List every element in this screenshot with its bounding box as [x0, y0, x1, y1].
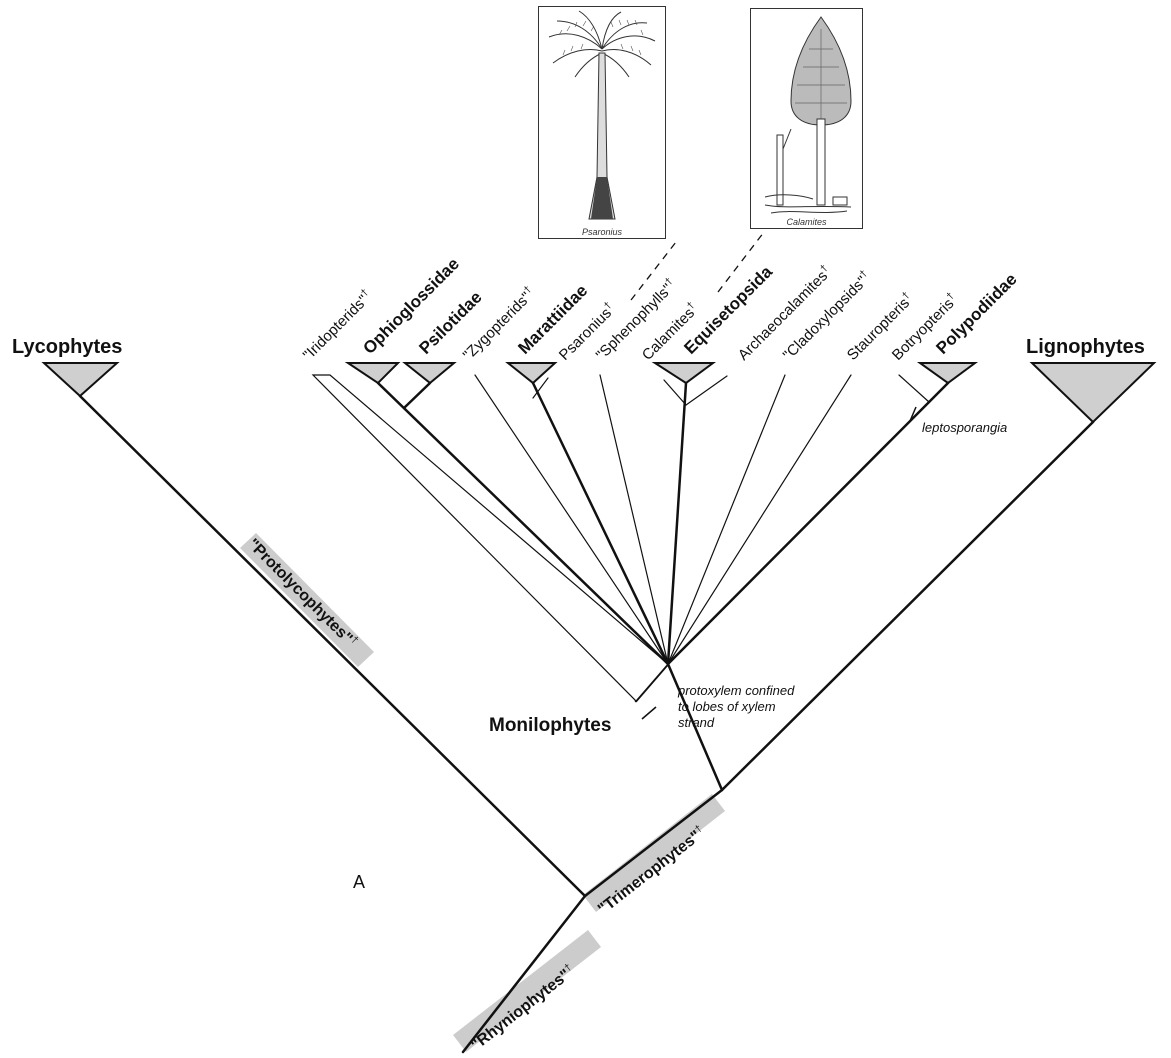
- stauropteris-branch: [667, 374, 852, 665]
- polypodiidae-branch: [666, 381, 950, 666]
- polypodiidae-triangle: [916, 362, 979, 385]
- horsetail-drawing: [764, 16, 852, 214]
- psilotidae-triangle: [402, 362, 457, 385]
- equisetopsida-branch: [666, 381, 688, 666]
- sphenophylls-branch: [599, 374, 669, 665]
- calamites-branch: [663, 379, 687, 406]
- rhyniophytes-band: [453, 930, 601, 1052]
- calamites-caption: Calamites: [786, 217, 827, 227]
- trimerophytes-band: [583, 794, 725, 912]
- panel-label: A: [353, 872, 365, 892]
- taxon-label-iridopterids: "Iridopterids"†: [299, 287, 376, 364]
- leptosporangia-tick: [909, 406, 917, 422]
- ophioglossidae-triangle: [344, 362, 401, 385]
- taxon-labels: "Iridopterids"† Ophioglossidae Psilotida…: [299, 254, 1021, 364]
- archaeocalamites-branch: [685, 375, 728, 406]
- backbone-branches: [78, 394, 1095, 1054]
- taxon-label-ophioglossidae: Ophioglossidae: [359, 254, 463, 358]
- monilophytes-stem: [666, 662, 724, 792]
- equisetopsida-triangle: [651, 362, 717, 385]
- rhyniophytes-stem: [461, 894, 587, 1054]
- monilophyte-branches: [376, 374, 950, 666]
- psaronius-branch: [532, 377, 549, 399]
- grade-bands: [240, 533, 725, 1052]
- psilotidae-branch: [402, 381, 432, 410]
- lycophytes-label: Lycophytes: [12, 336, 122, 358]
- zygopterids-branch: [474, 374, 669, 665]
- protolycophytes-band: [240, 533, 374, 667]
- ophioglossidae-branch: [376, 381, 670, 666]
- lycophytes-branch: [78, 394, 587, 898]
- lignophytes-branch: [720, 420, 1095, 792]
- protoxylem-note-line3: strand: [678, 715, 715, 730]
- psaronius-caption: Psaronius: [581, 227, 623, 237]
- leptosporangia-label: leptosporangia: [922, 420, 1007, 435]
- lycophytes-triangle: [41, 362, 120, 398]
- character-ticks: [641, 406, 917, 720]
- lignophytes-label: Lignophytes: [1026, 336, 1145, 358]
- lignophytes-triangle: [1029, 362, 1157, 424]
- protolycophytes-label: "Protolycophytes"†: [244, 535, 360, 651]
- calamites-illustration: Calamites: [750, 8, 863, 229]
- psaronius-illustration: Psaronius: [538, 6, 666, 239]
- protoxylem-note-line1: protoxylem confined: [677, 683, 795, 698]
- clade-triangles: [41, 362, 1157, 424]
- trimerophytes-stem: [583, 788, 724, 898]
- marattiidae-branch: [531, 381, 670, 666]
- protoxylem-note-line2: to lobes of xylem: [678, 699, 776, 714]
- botryopteris-branch: [898, 374, 930, 403]
- tree-fern-drawing: [548, 10, 656, 220]
- marattiidae-triangle: [505, 362, 558, 385]
- trimerophytes-label: "Trimerophytes"†: [594, 823, 708, 918]
- monilophytes-tick: [641, 706, 657, 720]
- monilophytes-label: Monilophytes: [489, 715, 611, 736]
- cladoxylopsids-branch: [667, 374, 786, 665]
